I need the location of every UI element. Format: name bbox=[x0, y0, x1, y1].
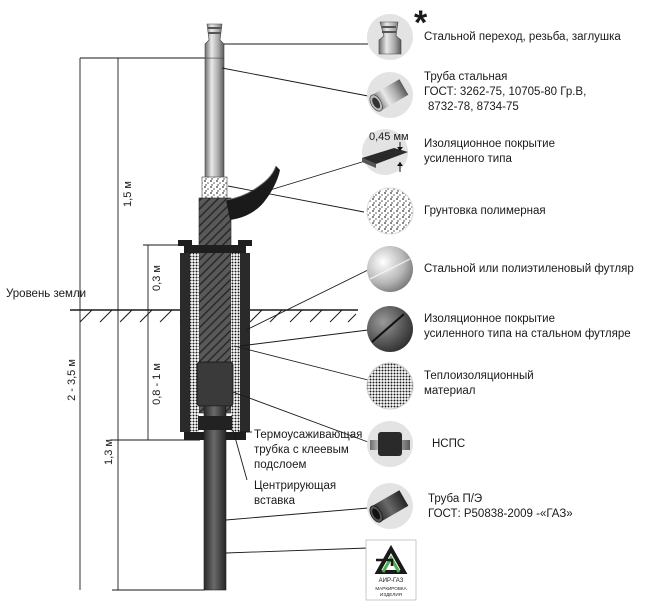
steel-pipe bbox=[204, 23, 225, 179]
logo-brand: АИР-ГАЗ bbox=[379, 578, 404, 584]
heat-shrink-tube-label: Термоусаживающая трубка с клеевым подсло… bbox=[254, 429, 363, 471]
legend-nsps: НСПС bbox=[432, 438, 466, 450]
primer-band bbox=[201, 176, 228, 200]
dim-case-above-ground: 0,3 м bbox=[151, 265, 163, 291]
dim-pe-depth: 1,3 м bbox=[103, 439, 115, 465]
pe-pipe bbox=[203, 405, 227, 591]
nsps-coupling bbox=[196, 361, 234, 407]
centering-insert bbox=[198, 416, 232, 430]
dim-total-below: 2 - 3,5 м bbox=[66, 359, 78, 401]
legend-steel-transition: Стальной переход, резьба, заглушка bbox=[424, 31, 621, 43]
insulation-tape bbox=[226, 166, 280, 220]
legend-insulation-on-case: Изоляционное покрытие усиленного типа на… bbox=[424, 313, 631, 340]
coating-thickness: 0,45 мм bbox=[369, 131, 409, 172]
air-gaz-logo: АИР-ГАЗ МАРКИРОВКА ИЗДЕЛИЯ bbox=[365, 539, 417, 601]
leader-lines bbox=[221, 43, 369, 554]
legend-pe-pipe: Труба П/Э ГОСТ: Р50838-2009 -«ГАЗ» bbox=[428, 493, 573, 520]
legend-thermal-insulation: Теплоизоляционный материал bbox=[424, 370, 534, 397]
dim-above-ground: 1,5 м bbox=[122, 181, 134, 207]
ground-level-label: Уровень земли bbox=[6, 288, 87, 300]
legend-polymer-primer: Грунтовка полимерная bbox=[424, 205, 546, 217]
legend-insulation-coating: Изоляционное покрытие усиленного типа bbox=[424, 138, 555, 165]
logo-caption-1: МАРКИРОВКА bbox=[375, 586, 407, 591]
insulation-on-case-icon bbox=[367, 306, 413, 352]
legend-steel-or-pe-case: Стальной или полиэтиленовый футляр bbox=[424, 263, 634, 275]
legend-steel-pipe: Труба стальная ГОСТ: 3262-75, 10705-80 Г… bbox=[424, 71, 587, 113]
footnote-asterisk: * bbox=[414, 4, 428, 42]
dim-case-below-ground: 0,8 - 1 м bbox=[151, 363, 163, 405]
polymer-primer-icon bbox=[366, 187, 414, 235]
logo-caption-2: ИЗДЕЛИЯ bbox=[380, 592, 402, 597]
centering-insert-label: Центрирующая вставка bbox=[254, 480, 337, 507]
legend-icons: АИР-ГАЗ МАРКИРОВКА ИЗДЕЛИЯ bbox=[362, 14, 417, 601]
thermal-insulation-icon bbox=[366, 362, 414, 410]
coating-thickness-label: 0,45 мм bbox=[369, 131, 409, 143]
